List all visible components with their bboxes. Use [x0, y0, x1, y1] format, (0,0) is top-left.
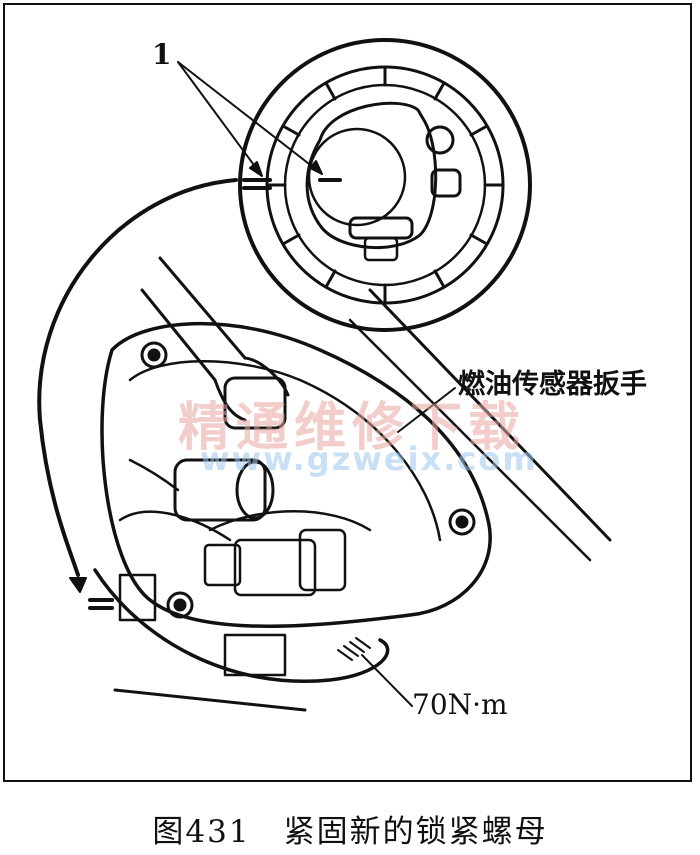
reference-arrow [37, 178, 238, 593]
part-number-label: 1 [152, 38, 172, 71]
torque-hatch [337, 637, 371, 661]
watermark-text: 精通维修下载 [178, 398, 527, 458]
torque-leader [361, 654, 413, 707]
wrench-label: 燃油传感器扳手 [458, 369, 647, 400]
fuel-sensor-diagram [37, 38, 612, 712]
figure-caption: 图431 紧固新的锁紧螺母 [152, 814, 548, 850]
torque-label: 70N·m [412, 688, 508, 721]
wrench-leader [397, 387, 456, 433]
fuel-tank [88, 288, 612, 712]
figure-frame [3, 3, 692, 782]
watermark-url: www.gzweix.com [200, 440, 538, 478]
detail-circle [238, 38, 532, 332]
part-1-leaders [177, 61, 323, 177]
fuel-sensor-wrench [140, 256, 290, 422]
